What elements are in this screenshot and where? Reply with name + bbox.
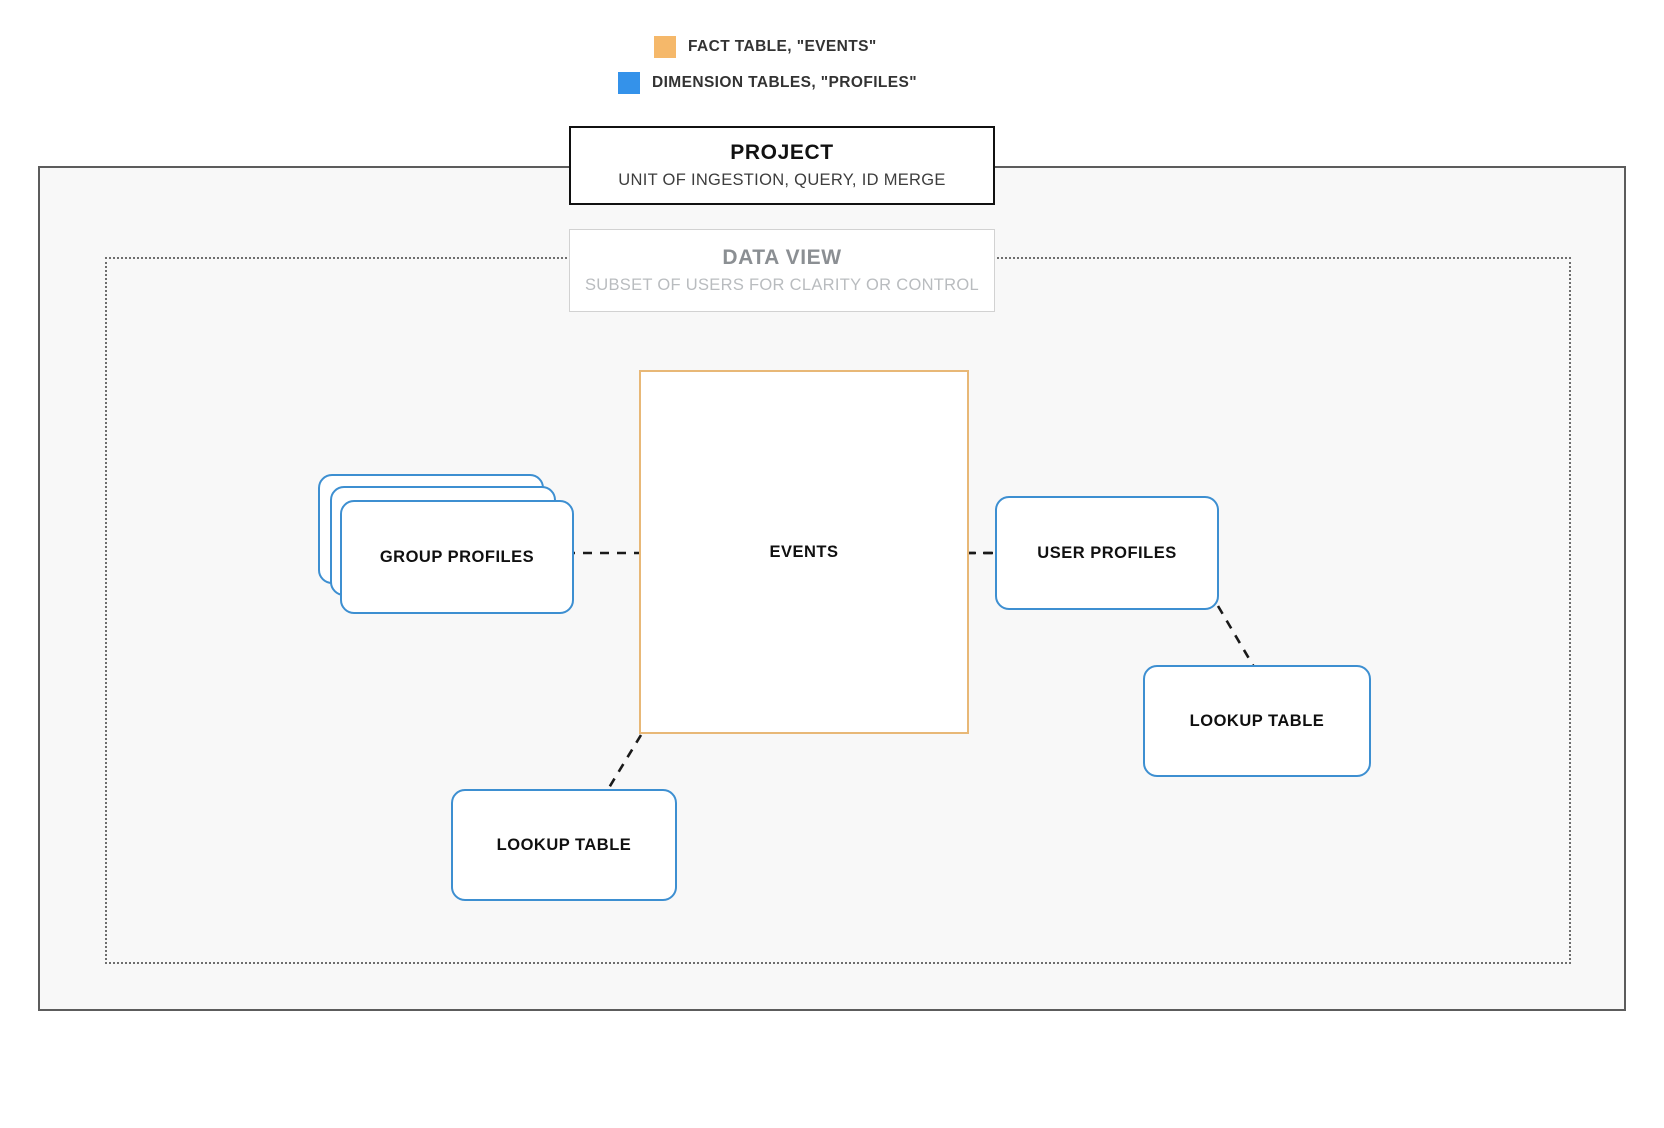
- data-view-subtitle: SUBSET OF USERS FOR CLARITY OR CONTROL: [584, 276, 980, 294]
- node-user-profiles-label: USER PROFILES: [1037, 543, 1177, 562]
- project-subtitle: UNIT OF INGESTION, QUERY, ID MERGE: [618, 171, 946, 189]
- node-lookup-table-right[interactable]: LOOKUP TABLE: [1143, 665, 1371, 777]
- legend-label-fact-table: FACT TABLE, "EVENTS": [688, 38, 877, 55]
- square-swatch-icon-fact: [654, 36, 676, 58]
- node-lookup-table-left-label: LOOKUP TABLE: [496, 835, 632, 854]
- square-swatch-icon-dimension: [618, 72, 640, 94]
- node-lookup-table-right-label: LOOKUP TABLE: [1189, 711, 1325, 730]
- data-view-title: DATA VIEW: [722, 246, 842, 269]
- node-group-profiles-stack[interactable]: GROUP PROFILES: [318, 474, 574, 614]
- node-lookup-table-left[interactable]: LOOKUP TABLE: [451, 789, 677, 901]
- project-title: PROJECT: [730, 141, 834, 164]
- data-view-label-box: DATA VIEW SUBSET OF USERS FOR CLARITY OR…: [569, 229, 995, 312]
- node-group-profiles-label: GROUP PROFILES: [379, 547, 535, 566]
- node-events-label: EVENTS: [769, 542, 839, 561]
- node-events[interactable]: EVENTS: [639, 370, 969, 734]
- legend-label-dimension-tables: DIMENSION TABLES, "PROFILES": [652, 74, 918, 91]
- legend-item-fact-table: FACT TABLE, "EVENTS": [654, 36, 877, 58]
- group-profiles-card-front[interactable]: GROUP PROFILES: [340, 500, 574, 614]
- project-label-box: PROJECT UNIT OF INGESTION, QUERY, ID MER…: [569, 126, 995, 205]
- node-user-profiles[interactable]: USER PROFILES: [995, 496, 1219, 610]
- legend-item-dimension-tables: DIMENSION TABLES, "PROFILES": [618, 72, 917, 94]
